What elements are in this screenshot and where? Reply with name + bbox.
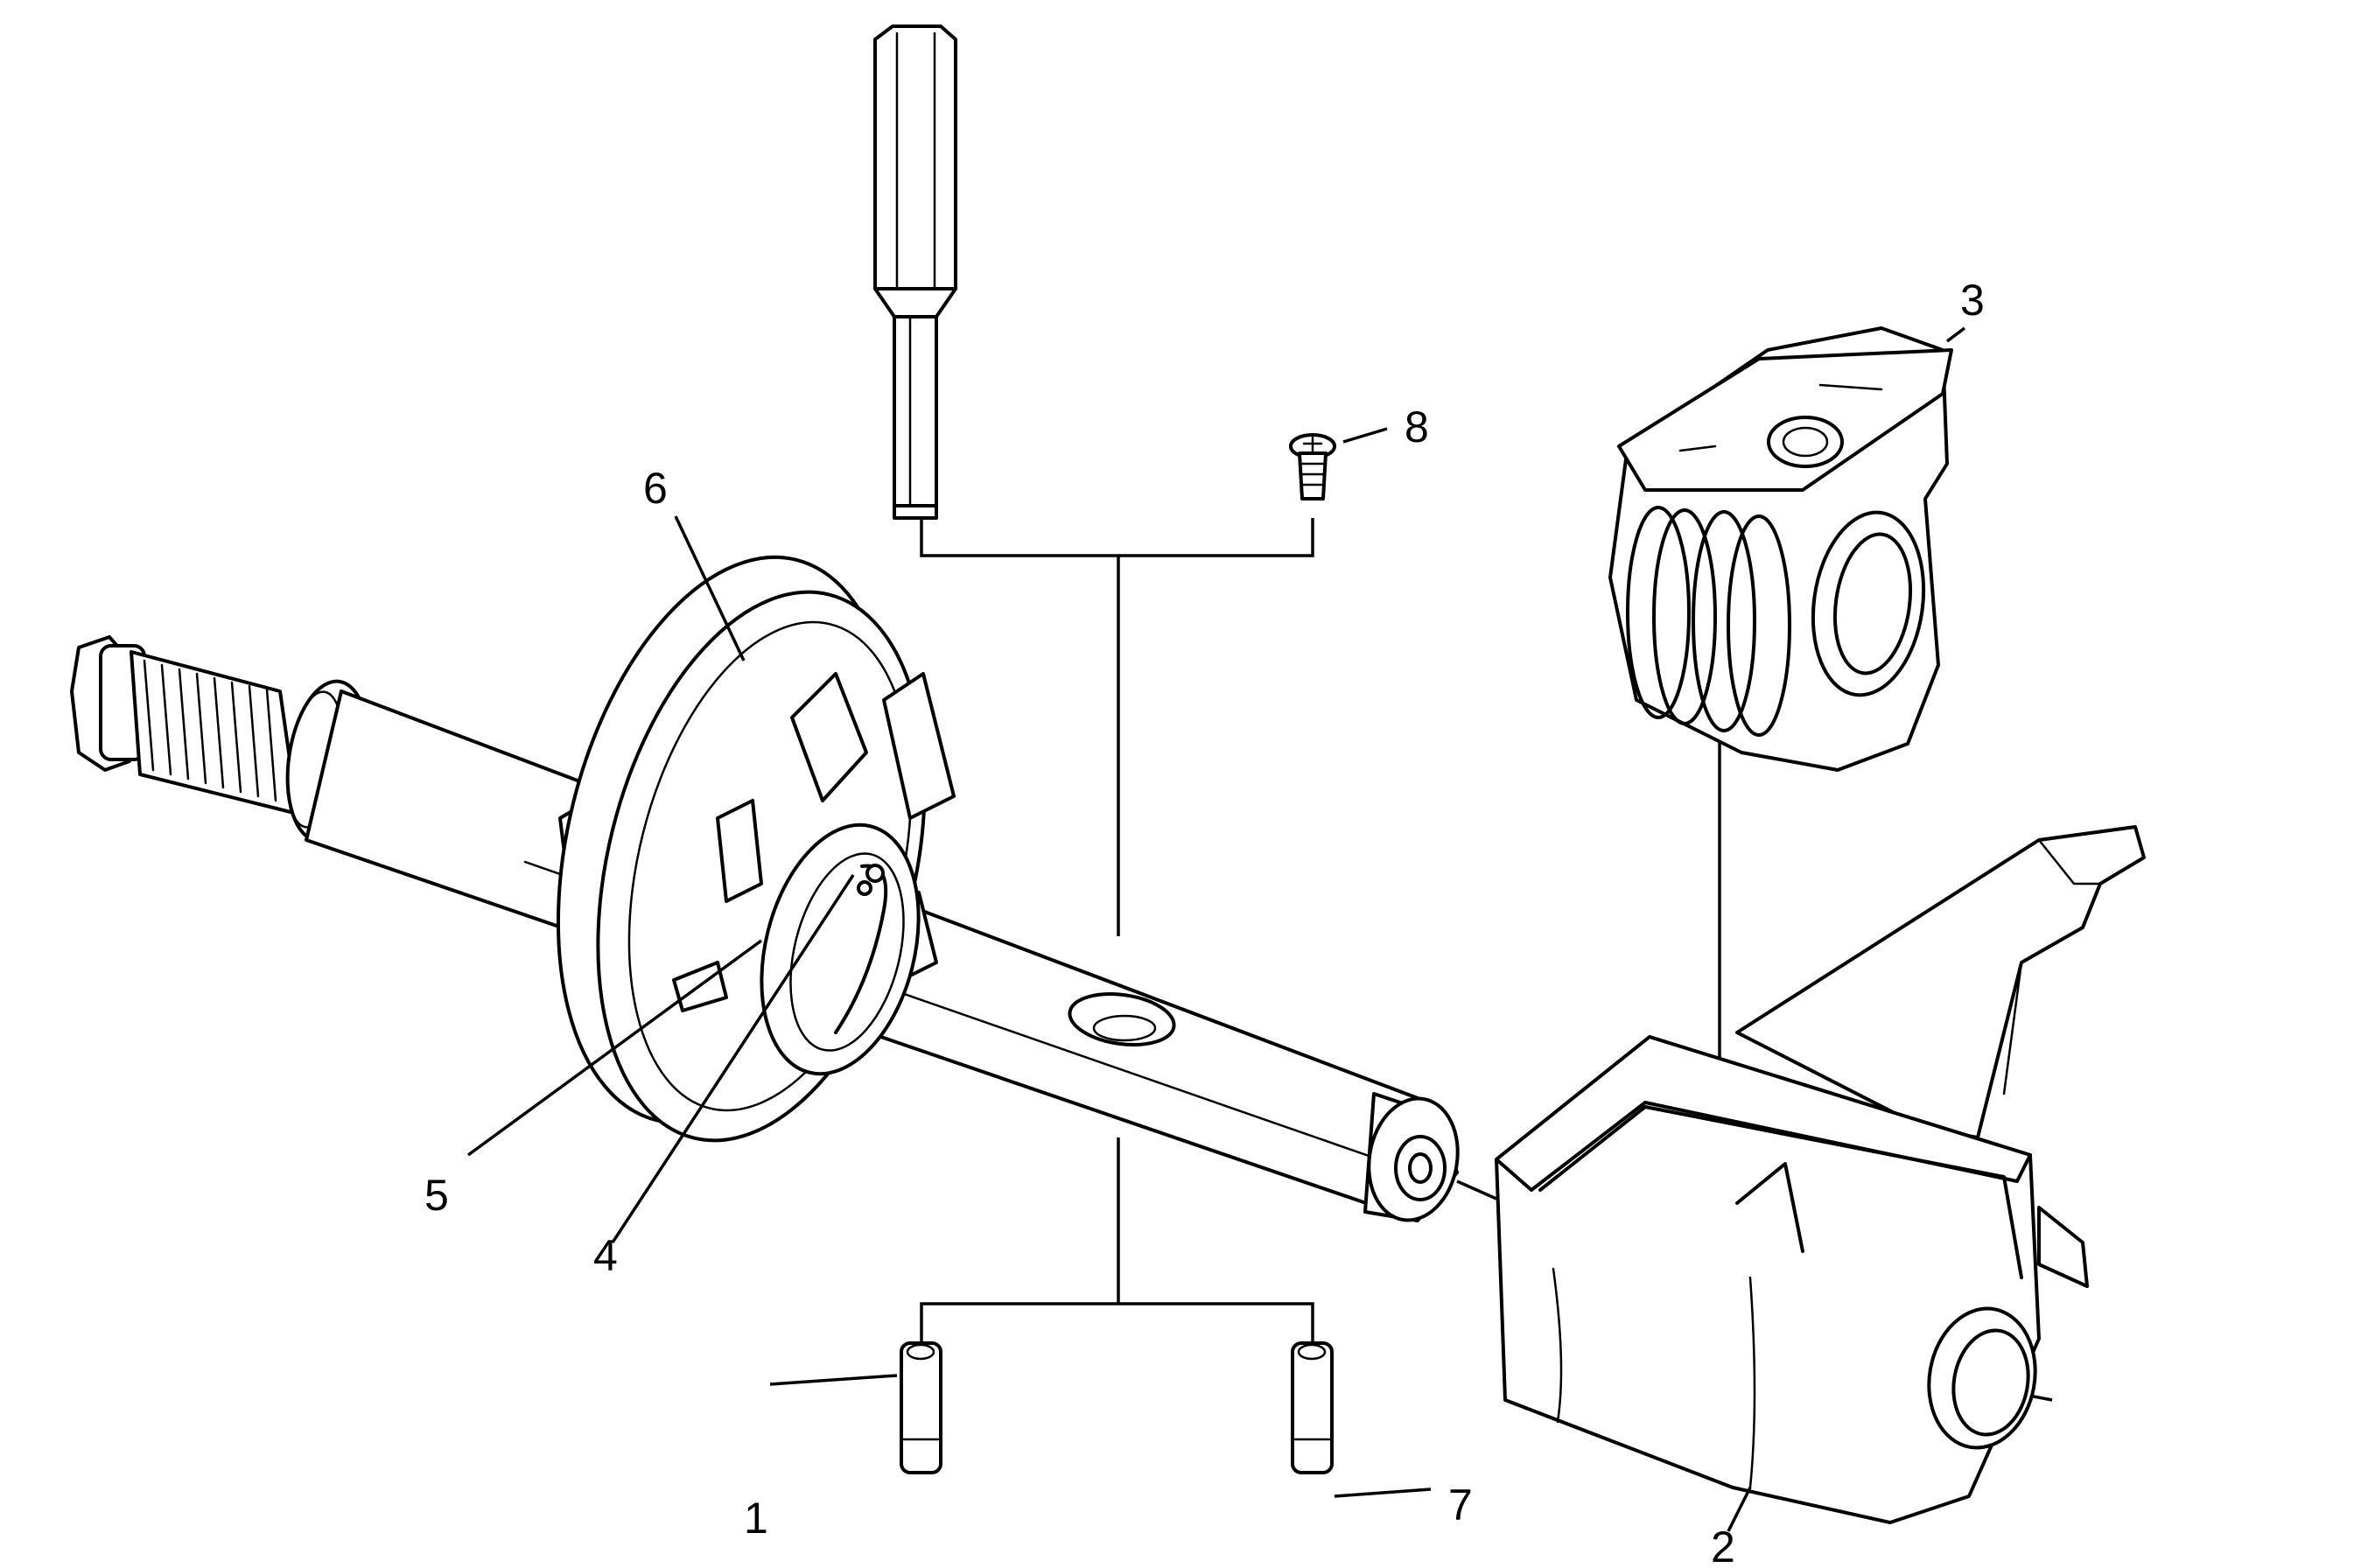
callout-6: 6	[643, 464, 668, 513]
reluctor-disc	[556, 555, 956, 1143]
callout-8: 8	[1405, 402, 1429, 452]
callout-7: 7	[1448, 1480, 1473, 1530]
callout-leaders	[466, 326, 1966, 1532]
dowel-pin-7	[1291, 1341, 1334, 1474]
callout-4: 4	[593, 1231, 618, 1280]
spline-teeth	[143, 659, 277, 802]
callout-labels: 1 2 3 4 5 6 7 8	[424, 276, 1985, 1568]
callout-5: 5	[424, 1171, 449, 1220]
dowel-pin-1	[900, 1341, 942, 1474]
callout-2: 2	[1711, 1522, 1735, 1568]
callout-1: 1	[744, 1494, 768, 1543]
screw	[1289, 433, 1336, 500]
assembly-lines	[920, 518, 2053, 1402]
bracket	[1608, 326, 1953, 772]
shift-tool	[873, 24, 957, 520]
shift-fork	[1495, 825, 2146, 1524]
callout-3: 3	[1960, 276, 1985, 325]
